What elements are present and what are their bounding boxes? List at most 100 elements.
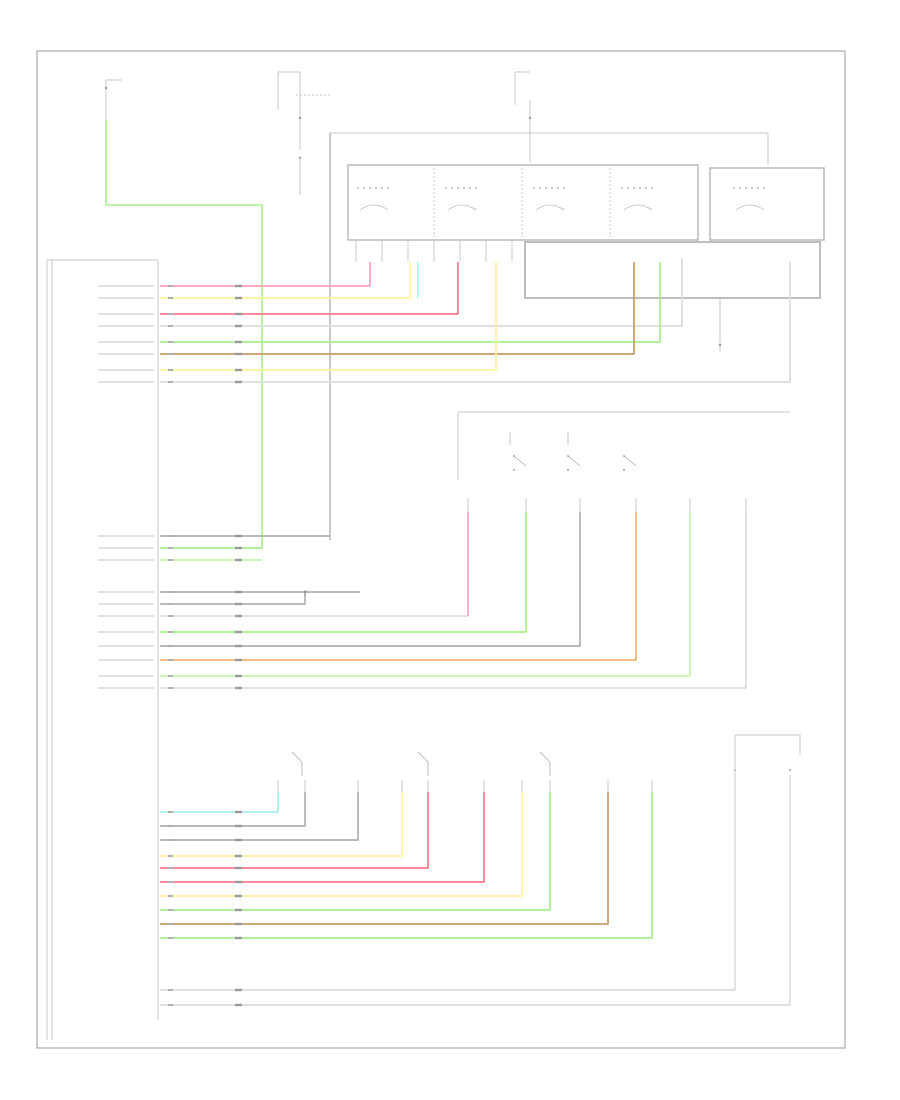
pin-mark [235,340,242,344]
pin-mark [235,866,242,870]
switch-arc [735,204,765,211]
contact-point [381,187,383,189]
pin-mark [235,854,242,858]
top-fuse-left [104,79,122,205]
position-sensor-block [277,734,801,1005]
middle-wire-11 [160,512,747,689]
contact-point [363,187,365,189]
middle-wire-9 [160,512,637,661]
pin-mark [168,825,173,827]
pin-mark [168,535,173,537]
contact-point [357,187,359,189]
pin-mark [235,558,242,562]
contact-point [369,187,371,189]
pin-mark [235,546,242,550]
pin-mark [168,369,173,371]
pin-mark [235,380,242,384]
lower-wire-10 [160,792,653,939]
lower-wire-6 [160,792,485,883]
upper-wire-6 [160,262,635,355]
contact-point [545,187,547,189]
pin-mark [235,908,242,912]
pin-mark [168,937,173,939]
pin-mark [235,1003,242,1007]
contact-point [733,187,735,189]
lower-wire-5 [160,792,429,869]
contact-point [457,187,459,189]
pin-label-mark [98,631,154,633]
sensor-arm [291,751,303,763]
contact-point [445,187,447,189]
pin-mark [235,880,242,884]
contact-point [763,187,765,189]
pin-mark [168,867,173,869]
pin-mark [235,824,242,828]
pin-label-mark [98,591,154,593]
contact-point [789,769,791,771]
pin-mark [168,631,173,633]
pin-label-mark [98,659,154,661]
pin-mark [235,534,242,538]
contact-point [463,187,465,189]
pin-mark [235,936,242,940]
pin-mark [235,988,242,992]
pin-mark [235,284,242,288]
pin-label-mark [98,675,154,677]
splice-dot [303,590,307,594]
middle-wire-7 [160,512,527,633]
pin-label-mark [98,687,154,689]
contact-point [745,187,747,189]
lower-wire-8 [160,792,551,911]
upper-wire-5 [160,262,661,343]
pin-mark [168,313,173,315]
switch-blade [623,455,637,467]
pin-mark [168,909,173,911]
contact-point [623,469,625,471]
pin-label-mark [98,341,154,343]
contact-point [739,187,741,189]
pin-mark [168,353,173,355]
contact-point [639,187,641,189]
top-switch-right [330,71,769,165]
control-module [46,259,159,1040]
sensor-arm [417,751,429,763]
pin-mark [235,644,242,648]
top-switch-middle [277,71,330,195]
pin-mark [235,674,242,678]
pin-label-mark [98,547,154,549]
upper-wire-2 [160,262,411,299]
lower-wire-2 [160,792,306,827]
pin-mark [235,368,242,372]
lower-wire-7 [160,792,523,897]
contact-point [451,187,453,189]
contact-point [469,187,471,189]
contact-point [627,187,629,189]
pin-label-mark [98,353,154,355]
diagram-frame [36,50,846,1049]
middle-wire-10 [160,512,691,677]
module-pin-labels [98,285,154,689]
contact-point [567,469,569,471]
pin-label-mark [98,645,154,647]
pin-label-mark [98,559,154,561]
switch-arc [447,204,477,211]
pin-mark [235,810,242,814]
contact-point [633,187,635,189]
pin-label-mark [98,325,154,327]
pin-mark [168,547,173,549]
pin-label-mark [98,535,154,537]
pin-mark [235,352,242,356]
pin-label-mark [98,297,154,299]
pin-mark [168,341,173,343]
pin-label-mark [98,369,154,371]
pin-mark [168,855,173,857]
contact-point [539,187,541,189]
pin-mark [168,325,173,327]
pin-mark [168,839,173,841]
switch-arc [623,204,653,211]
pin-mark [235,602,242,606]
pin-mark [168,895,173,897]
wire-harness [160,258,791,1007]
pin-mark [235,296,242,300]
pin-mark [168,659,173,661]
